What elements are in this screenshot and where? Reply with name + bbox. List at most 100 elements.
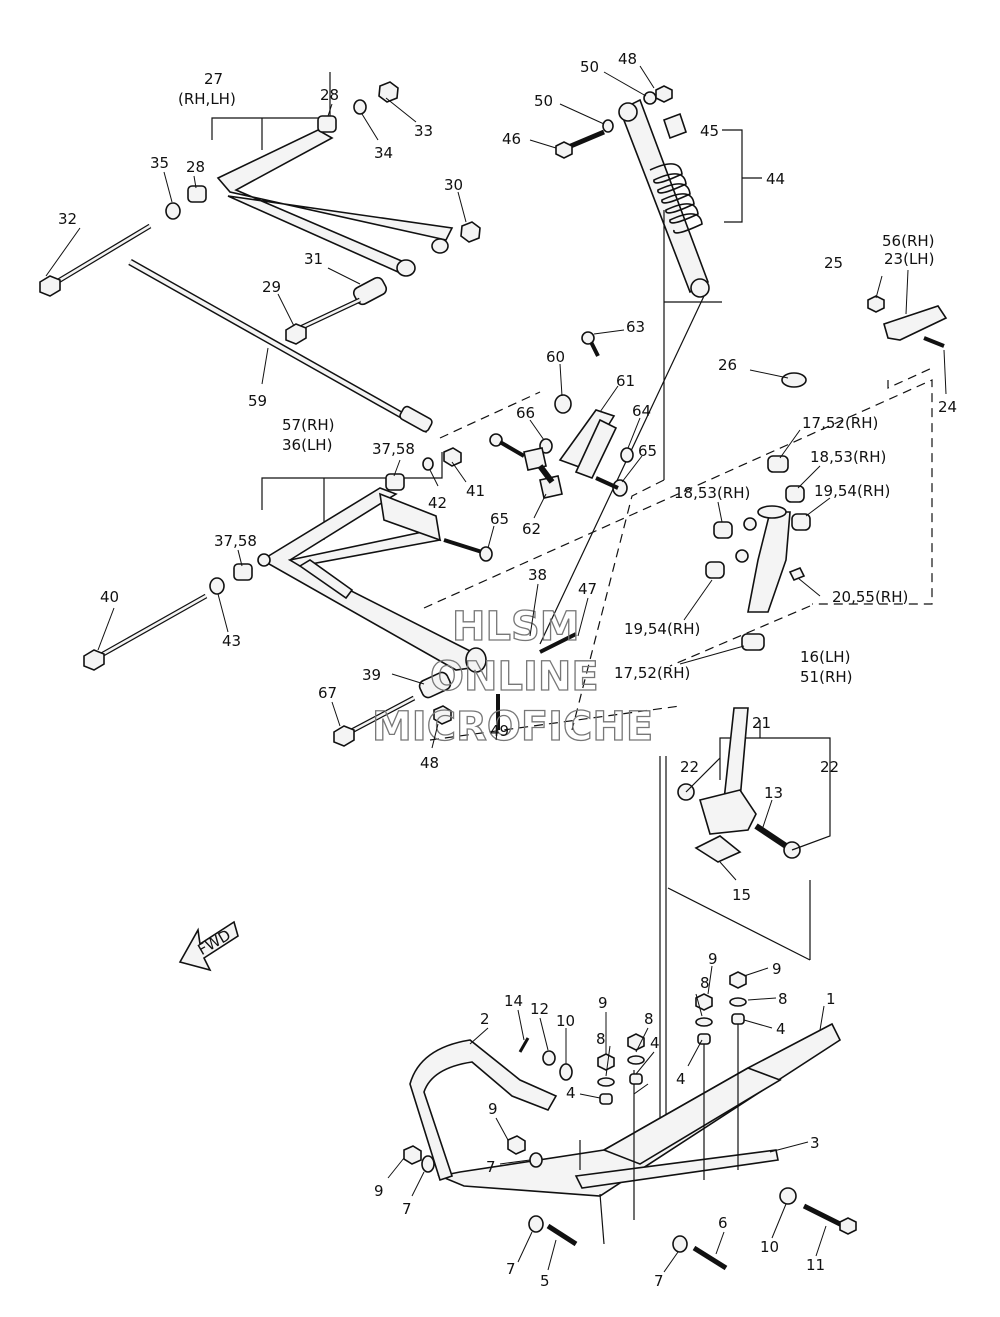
spindle-boss-a bbox=[743, 517, 757, 531]
callout-62: 62 bbox=[522, 520, 541, 538]
nut-48b bbox=[433, 705, 452, 725]
bolt-66-head bbox=[489, 433, 503, 447]
upper-arm bbox=[216, 129, 454, 274]
watermark-line1: HLSM bbox=[452, 604, 580, 650]
callout-23: 23(LH) bbox=[884, 250, 934, 268]
callout-50a: 50 bbox=[580, 58, 599, 76]
callout-49: 49 bbox=[490, 722, 509, 740]
nut-30 bbox=[460, 221, 481, 243]
ski-column-21 bbox=[723, 707, 749, 801]
callout-labels: 27 (RH,LH) 28 28 33 34 35 30 32 31 29 59… bbox=[58, 50, 957, 1290]
callout-65a: 65 bbox=[638, 442, 657, 460]
callout-7d: 7 bbox=[506, 1260, 516, 1278]
bushing-19b bbox=[705, 561, 725, 579]
washer-43 bbox=[209, 577, 225, 595]
callout-19b: 19,54(RH) bbox=[624, 620, 700, 638]
link-plate-61b bbox=[574, 418, 618, 480]
nut-33 bbox=[378, 81, 399, 103]
lower-arm bbox=[260, 487, 473, 671]
nut-65a bbox=[612, 479, 628, 497]
callout-41: 41 bbox=[466, 482, 485, 500]
nut-65b bbox=[479, 546, 493, 562]
bushing-37a bbox=[385, 473, 405, 491]
callout-8b: 8 bbox=[778, 990, 788, 1008]
callout-10b: 10 bbox=[760, 1238, 779, 1256]
callout-8c: 8 bbox=[644, 1010, 654, 1028]
callout-25: 25 bbox=[824, 254, 843, 272]
nut-25 bbox=[867, 295, 885, 313]
callout-40: 40 bbox=[100, 588, 119, 606]
bracket-15 bbox=[694, 835, 742, 863]
callout-67: 67 bbox=[318, 684, 337, 702]
lower-arm-brace bbox=[298, 559, 354, 600]
callout-51: 51(RH) bbox=[800, 668, 853, 686]
leader-lines bbox=[45, 65, 947, 1273]
watermark-line3: MICROFICHE bbox=[372, 704, 653, 750]
callout-59: 59 bbox=[248, 392, 267, 410]
callout-2: 2 bbox=[480, 1010, 490, 1028]
callout-61: 61 bbox=[616, 372, 635, 390]
arm-pivot bbox=[257, 553, 271, 567]
callout-48b: 48 bbox=[420, 754, 439, 772]
watermark: HLSM ONLINE MICROFICHE bbox=[371, 603, 654, 750]
fitting-20 bbox=[788, 566, 806, 582]
collar-4-stack-c bbox=[697, 1033, 711, 1045]
spindle-group bbox=[664, 295, 948, 651]
upper-arm-group bbox=[39, 72, 481, 434]
wear-bar-3 bbox=[574, 1149, 779, 1189]
callout-15: 15 bbox=[732, 886, 751, 904]
washer-8-stack-b bbox=[627, 1055, 645, 1065]
nut-9f bbox=[403, 1145, 422, 1165]
bolt-46-head bbox=[555, 141, 573, 159]
callout-65b: 65 bbox=[490, 510, 509, 528]
spindle-16 bbox=[747, 511, 791, 613]
shock-upper-eye bbox=[618, 102, 638, 122]
linkage-group bbox=[489, 331, 634, 499]
steering-arm-56 bbox=[883, 305, 948, 341]
callout-42: 42 bbox=[428, 494, 447, 512]
bushing-18a bbox=[785, 485, 805, 503]
washer-35 bbox=[165, 202, 181, 220]
arm-end-eye bbox=[465, 647, 487, 673]
callout-26: 26 bbox=[718, 356, 737, 374]
fwd-arrow-icon: FWD bbox=[178, 920, 239, 972]
callout-10a: 10 bbox=[556, 1012, 575, 1030]
bushing-18b bbox=[713, 521, 733, 539]
washer-7b bbox=[421, 1155, 435, 1173]
callout-22b: 22 bbox=[820, 758, 839, 776]
upper-bushing-28a bbox=[317, 115, 337, 133]
washer-50a bbox=[643, 91, 657, 105]
washer-10a bbox=[559, 1063, 573, 1081]
callout-24: 24 bbox=[938, 398, 957, 416]
bolt-67-head bbox=[333, 725, 355, 747]
callout-22a: 22 bbox=[680, 758, 699, 776]
callout-13: 13 bbox=[764, 784, 783, 802]
spindle-top bbox=[757, 505, 787, 519]
bushing-60 bbox=[554, 394, 572, 414]
bolt-29-head bbox=[285, 323, 307, 345]
upper-bushing-28b bbox=[187, 185, 207, 203]
callout-9c: 9 bbox=[598, 994, 608, 1012]
nut-64 bbox=[620, 447, 634, 463]
rod-end-62a bbox=[523, 447, 547, 471]
callout-11: 11 bbox=[806, 1256, 825, 1274]
nut-41 bbox=[443, 447, 462, 467]
nut-9-stack-c bbox=[695, 993, 713, 1011]
callout-16: 16(LH) bbox=[800, 648, 850, 666]
callout-37b: 37,58 bbox=[214, 532, 257, 550]
callout-28a: 28 bbox=[320, 86, 339, 104]
callout-47: 47 bbox=[578, 580, 597, 598]
callout-4c: 4 bbox=[650, 1034, 660, 1052]
washer-7c bbox=[528, 1215, 544, 1233]
callout-19a: 19,54(RH) bbox=[814, 482, 890, 500]
lower-arm-bracket bbox=[378, 492, 442, 542]
collar-4-stack-b bbox=[629, 1073, 643, 1085]
callout-21: 21 bbox=[752, 714, 771, 732]
callout-8d: 8 bbox=[596, 1030, 606, 1048]
handle-2 bbox=[409, 1039, 558, 1182]
callout-36: 36(LH) bbox=[282, 436, 332, 454]
bolt-11-head bbox=[839, 1217, 857, 1235]
callout-30: 30 bbox=[444, 176, 463, 194]
ski-top-deck bbox=[602, 1067, 782, 1165]
